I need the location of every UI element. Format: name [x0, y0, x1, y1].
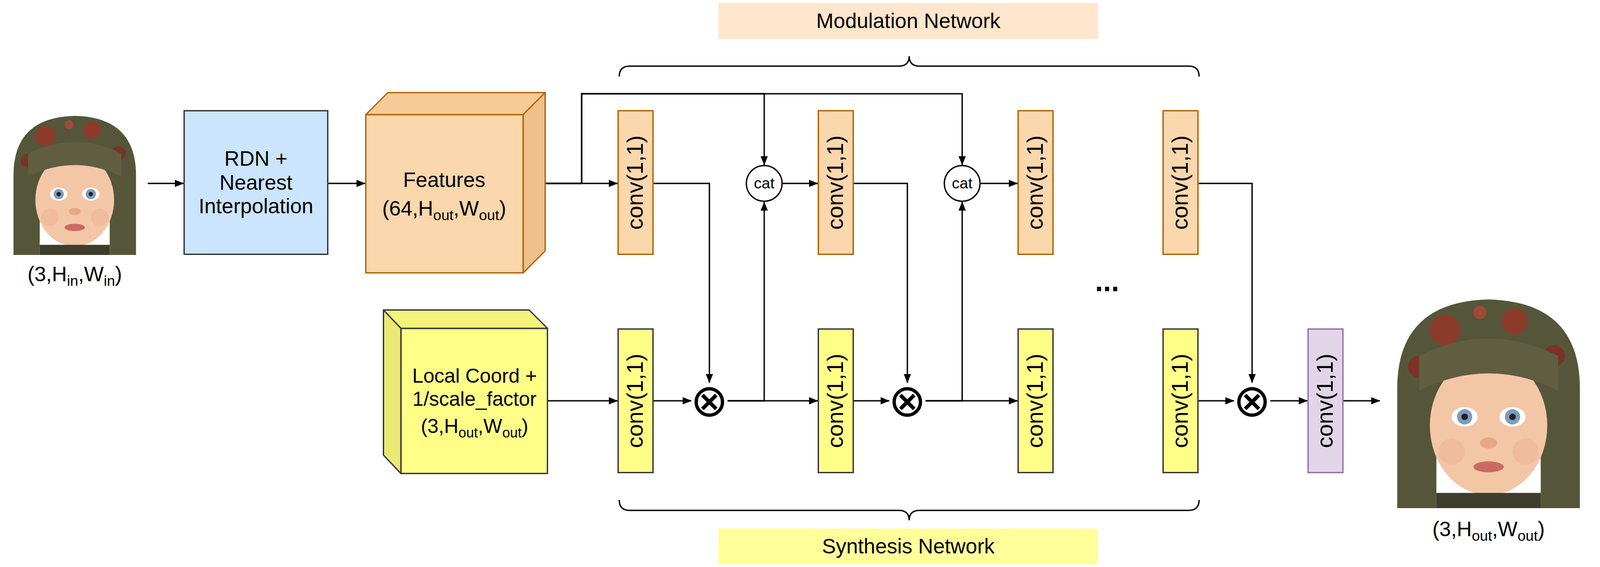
concat-node: cat — [943, 164, 981, 203]
connector-arrow — [328, 183, 366, 185]
connector-arrow — [1198, 400, 1234, 402]
ellipsis-mark: ... — [1094, 264, 1119, 299]
multiply-node: ⊗ — [1233, 382, 1271, 420]
cube-face: Features (64,Hout,Wout) — [365, 91, 546, 274]
connector-arrow — [653, 400, 692, 402]
node-label: Local Coord + 1/scale_factor — [404, 364, 545, 411]
node-label: Features — [403, 168, 486, 193]
node-label: (3,Hout,Wout) — [420, 414, 529, 439]
connector-arrow — [1198, 183, 1253, 383]
operator-symbol: ⊗ — [1233, 378, 1272, 424]
input-image: (3,Hin,Win) — [1, 110, 148, 287]
connector-arrow — [1270, 400, 1308, 402]
layer-label: conv(1,1) — [822, 135, 849, 230]
baby-photo — [1, 110, 148, 256]
conv-layer: conv(1,1) — [817, 328, 854, 474]
curly-brace — [619, 56, 1200, 77]
layer-label: conv(1,1) — [1167, 353, 1194, 449]
layer-label: conv(1,1) — [622, 353, 649, 449]
conv-layer: conv(1,1) — [817, 110, 854, 256]
operator-symbol: ⊗ — [888, 378, 927, 424]
output-image: (3,Hout,Wout) — [1379, 290, 1598, 542]
curly-brace — [619, 500, 1200, 521]
process-box: RDN + Nearest Interpolation — [183, 110, 329, 256]
connector-arrow — [147, 183, 184, 185]
connector-arrow — [1343, 400, 1380, 402]
node-label: (3,Hout,Wout) — [1379, 517, 1598, 542]
layer-label: conv(1,1) — [1022, 135, 1049, 230]
layer-label: conv(1,1) — [822, 353, 849, 449]
connector-arrow — [653, 183, 710, 383]
feature-cube: Features (64,Hout,Wout) — [365, 91, 546, 274]
conv-layer: conv(1,1) — [617, 110, 654, 256]
node-label: RDN + Nearest Interpolation — [189, 146, 323, 219]
layer-label: conv(1,1) — [1312, 353, 1339, 449]
node-label: Synthesis Network — [822, 534, 995, 559]
node-label: cat — [753, 174, 775, 193]
multiply-node: ⊗ — [889, 382, 926, 420]
node-label: (3,Hin,Win) — [1, 262, 148, 287]
node-label: Modulation Network — [816, 9, 1001, 34]
operator-symbol: ⊗ — [690, 378, 729, 424]
section-band: Modulation Network — [718, 3, 1099, 39]
connector-arrow — [727, 202, 765, 401]
conv-layer: conv(1,1) — [1307, 328, 1344, 474]
conv-layer: conv(1,1) — [1162, 328, 1199, 474]
input-cube: Local Coord + 1/scale_factor (3,Hout,Wout… — [382, 309, 549, 475]
connector-arrow — [853, 400, 890, 402]
connector-arrow — [545, 93, 765, 184]
connector-arrow — [980, 183, 1018, 185]
connector-arrow — [925, 202, 963, 401]
layer-label: conv(1,1) — [622, 135, 649, 230]
section-band: Synthesis Network — [718, 528, 1099, 565]
multiply-node: ⊗ — [691, 382, 728, 420]
conv-layer: conv(1,1) — [1017, 110, 1054, 256]
concat-node: cat — [745, 164, 783, 203]
connector-arrow — [853, 183, 908, 383]
baby-photo — [1379, 290, 1598, 509]
node-label: (64,Hout,Wout) — [382, 196, 507, 221]
layer-label: conv(1,1) — [1167, 135, 1194, 230]
connector-arrow — [548, 400, 618, 402]
cube-face: Local Coord + 1/scale_factor (3,Hout,Wout… — [382, 309, 549, 475]
conv-layer: conv(1,1) — [1162, 110, 1199, 256]
connector-arrow — [782, 183, 818, 185]
layer-label: conv(1,1) — [1022, 353, 1049, 449]
node-label: cat — [951, 174, 973, 193]
conv-layer: conv(1,1) — [1017, 328, 1054, 474]
conv-layer: conv(1,1) — [617, 328, 654, 474]
